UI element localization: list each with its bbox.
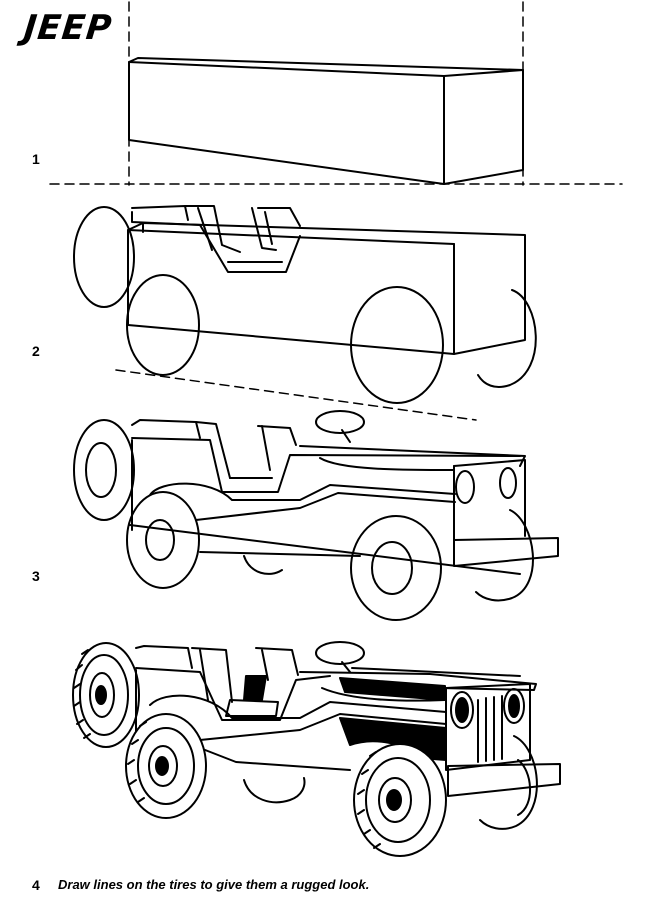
steering-wheel (316, 411, 364, 433)
spare-wheel-outline (74, 420, 134, 520)
headlight-right (500, 468, 516, 498)
body-top-line (136, 668, 330, 720)
far-front-wheel-outline (476, 510, 533, 600)
body-bottom-line (200, 552, 360, 556)
far-front-tire (480, 736, 537, 829)
seat-back-top-2 (258, 208, 300, 226)
box-outline (129, 58, 523, 184)
rear-wheel-outline (127, 492, 199, 588)
front-bumper (448, 764, 560, 796)
rear-seat (136, 646, 192, 668)
grille-slats (478, 696, 502, 762)
step-3-drawing (74, 411, 558, 620)
rear-far-wheel-outline (244, 556, 282, 574)
spare-wheel-outline (74, 207, 134, 307)
seat-shadow (244, 676, 266, 700)
front-wheel-outline (351, 287, 443, 403)
seat-back-line-2 (262, 426, 270, 470)
seat-cushion (226, 700, 278, 716)
rear-far-tire (244, 778, 304, 802)
rear-seat-outline (132, 420, 200, 438)
step-2-drawing (74, 206, 536, 420)
rear-tire-hub (156, 757, 168, 775)
ground-guide-line (130, 525, 520, 574)
spare-tire-hub (96, 686, 106, 704)
rear-wheel-hub (146, 520, 174, 560)
front-wheel-hub (372, 542, 412, 594)
fender-line-lower (196, 493, 455, 520)
hood-side-line (320, 458, 454, 470)
headlight-right-inner (509, 695, 519, 717)
front-bumper (454, 538, 558, 566)
front-tire-hub (387, 790, 401, 810)
seat-back-line-1 (198, 208, 212, 250)
body-bottom-line (200, 748, 350, 770)
step-4-finished-jeep (73, 642, 560, 856)
far-front-wheel-outline (478, 290, 536, 387)
steering-wheel (316, 642, 364, 664)
fender-line-upper (150, 696, 446, 718)
rear-seat-outline (132, 206, 188, 220)
headlight-left-inner (456, 698, 468, 722)
front-wheel-outline (351, 516, 441, 620)
headlight-left (456, 471, 474, 503)
spare-wheel-rim (86, 443, 116, 497)
step-1-box-drawing (50, 2, 622, 185)
front-seat-left (192, 648, 232, 702)
